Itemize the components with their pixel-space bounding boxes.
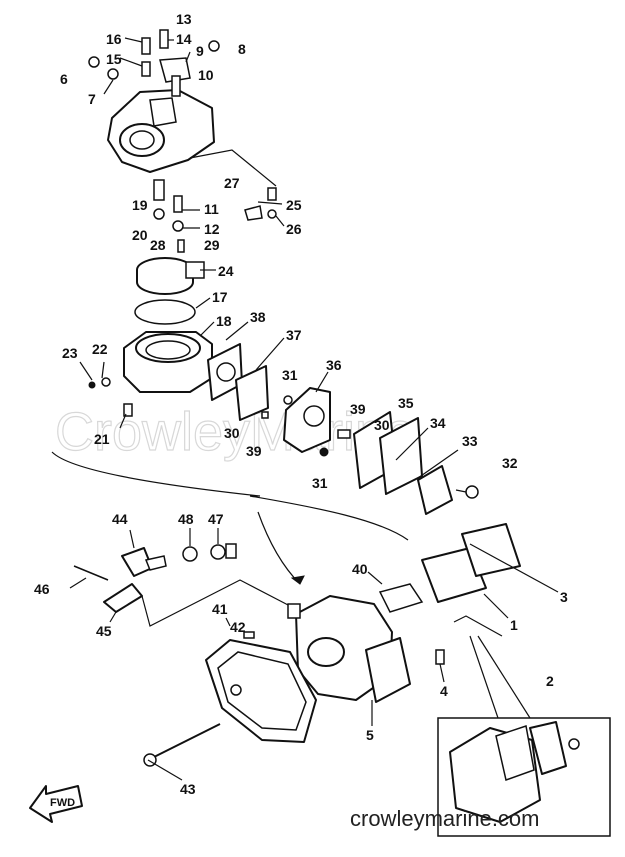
callout-7: 7 [88,91,96,107]
callout-38: 38 [250,309,266,325]
reed-valve-inset [437,635,611,837]
main-carburetor-assembly [287,523,521,703]
assembly-arrow-line [257,511,301,585]
callout-22: 22 [92,341,108,357]
callout-1: 1 [510,617,518,633]
callout-30-right: 30 [374,417,390,433]
callout-39-left: 39 [246,443,262,459]
float-assembly [134,257,205,325]
callout-numbers: 13 14 16 15 9 8 10 6 7 19 11 20 12 28 29… [34,11,568,797]
callout-36: 36 [326,357,342,373]
callout-32: 32 [502,455,518,471]
callout-10: 10 [198,67,214,83]
air-silencer [143,631,317,767]
callout-34: 34 [430,415,446,431]
callout-46: 46 [34,581,50,597]
callout-5: 5 [366,727,374,743]
callout-20: 20 [132,227,148,243]
callout-31-lower: 31 [312,475,328,491]
callout-15: 15 [106,51,122,67]
group-bracket-line [51,451,409,541]
callout-43: 43 [180,781,196,797]
callout-31-upper: 31 [282,367,298,383]
callout-12: 12 [204,221,220,237]
callout-41: 41 [212,601,228,617]
callout-37: 37 [286,327,302,343]
callout-leaders [69,37,559,781]
callout-13: 13 [176,11,192,27]
callout-17: 17 [212,289,228,305]
callout-3: 3 [560,589,568,605]
callout-42: 42 [230,619,246,635]
callout-14: 14 [176,31,192,47]
upper-carburetor-body [88,29,277,253]
callout-47: 47 [208,511,224,527]
callout-26: 26 [286,221,302,237]
callout-23: 23 [62,345,78,361]
callout-44: 44 [112,511,128,527]
callout-45: 45 [96,623,112,639]
callout-48: 48 [178,511,194,527]
manifold-plates [207,343,479,515]
callout-24: 24 [218,263,234,279]
callout-19: 19 [132,197,148,213]
callout-33: 33 [462,433,478,449]
callout-39-right: 39 [350,401,366,417]
forward-label: FWD [50,797,75,809]
callout-11: 11 [204,201,219,217]
callout-27: 27 [224,175,240,191]
forward-arrow-marker: FWD [29,785,83,823]
callout-8: 8 [238,41,246,57]
callout-29: 29 [204,237,220,253]
callout-21: 21 [94,431,110,447]
callout-40: 40 [352,561,368,577]
linkage-parts [73,543,291,627]
footer-site-url: crowleymarine.com [350,806,540,831]
callout-18: 18 [216,313,232,329]
callout-30-left: 30 [224,425,240,441]
callout-28: 28 [150,237,166,253]
callout-25: 25 [286,197,302,213]
callout-9: 9 [196,43,204,59]
callout-6: 6 [60,71,68,87]
callout-16: 16 [106,31,122,47]
callout-2: 2 [546,673,554,689]
callout-4: 4 [440,683,448,699]
callout-35: 35 [398,395,414,411]
